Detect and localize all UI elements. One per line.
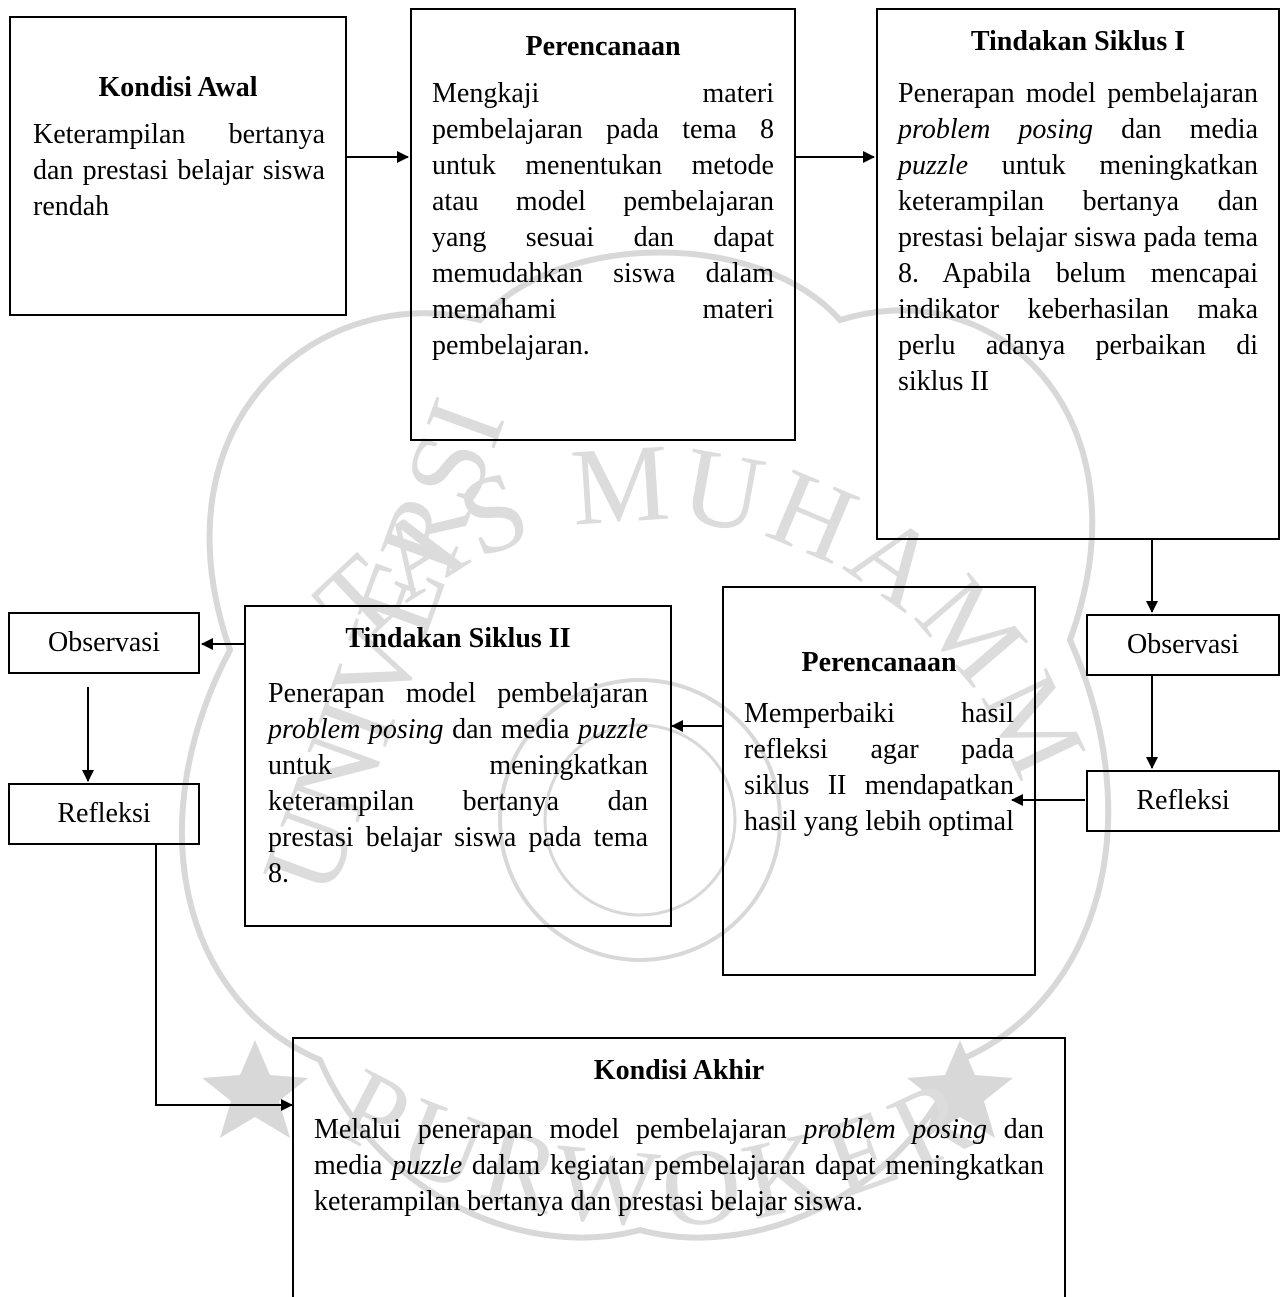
kondisi-akhir-text: Melalui penerapan model pembelajaran pro… [314, 1114, 1044, 1217]
kondisi-awal-title: Kondisi Awal [98, 72, 258, 103]
kondisi-akhir-box: Kondisi Akhir Melalui penerapan model pe… [292, 1037, 1066, 1297]
perencanaan-1-box: Perencanaan Mengkaji materi pembelajaran… [410, 8, 796, 441]
perencanaan-1-title: Perencanaan [525, 31, 681, 62]
star-right-icon [907, 1040, 1013, 1138]
perencanaan-2-box: Perencanaan Memperbaiki hasil refleksi a… [722, 586, 1036, 976]
kondisi-awal-box: Kondisi Awal Keterampilan bertanya dan p… [9, 16, 347, 316]
refleksi-left-box: Refleksi [8, 783, 200, 845]
star-left-icon [202, 1040, 308, 1138]
refleksi-right-box: Refleksi [1086, 770, 1280, 832]
perencanaan-1-text: Mengkaji materi pembelajaran pada tema 8… [432, 78, 774, 361]
tindakan-siklus-2-title: Tindakan Siklus II [345, 623, 571, 654]
perencanaan-2-title: Perencanaan [801, 647, 957, 678]
tindakan-siklus-2-text: Penerapan model pembelajaran problem pos… [268, 678, 648, 889]
seal-outline [179, 249, 1112, 1241]
tindakan-siklus-1-text: Penerapan model pembelajaran problem pos… [898, 78, 1258, 397]
observasi-left-box: Observasi [8, 612, 200, 674]
arrow-refleksi-to-kondisi-akhir [155, 845, 293, 1111]
tindakan-siklus-1-box: Tindakan Siklus I Penerapan model pembel… [876, 8, 1280, 540]
kondisi-awal-text: Keterampilan bertanya dan prestasi belaj… [33, 119, 325, 222]
tindakan-siklus-2-box: Tindakan Siklus II Penerapan model pembe… [244, 605, 672, 927]
kondisi-akhir-title: Kondisi Akhir [593, 1055, 765, 1086]
seal-center-circle [498, 678, 782, 962]
tindakan-siklus-1-title: Tindakan Siklus I [970, 26, 1186, 57]
observasi-right-box: Observasi [1086, 614, 1280, 676]
perencanaan-2-text: Memperbaiki hasil refleksi agar pada sik… [744, 698, 1014, 837]
